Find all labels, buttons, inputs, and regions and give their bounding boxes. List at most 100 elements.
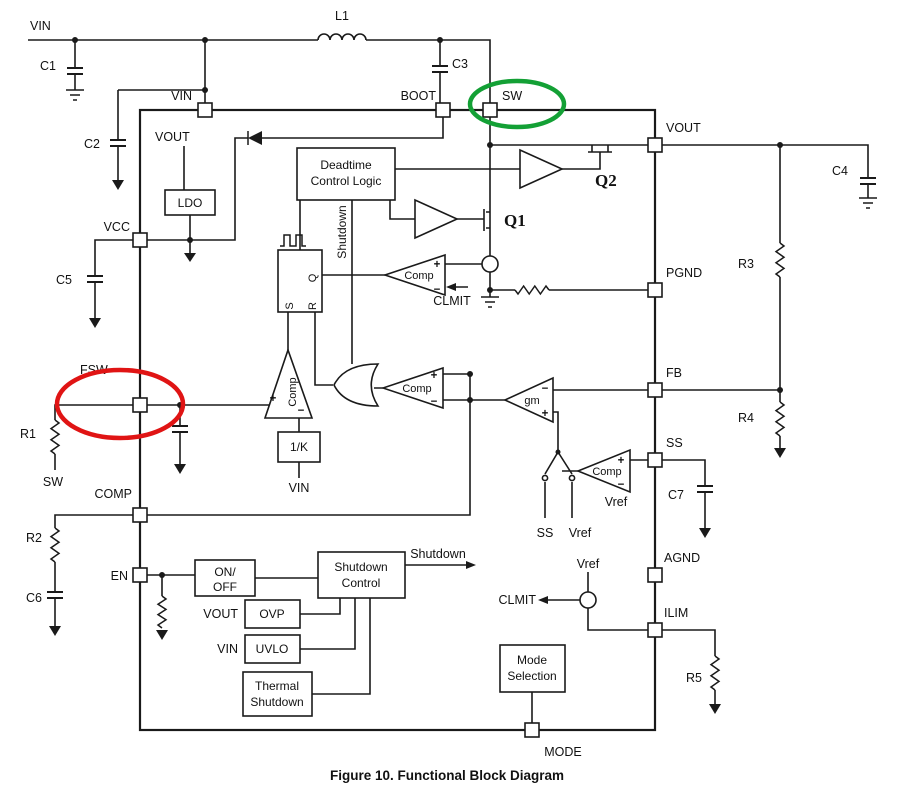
ss-switch-label: SS xyxy=(537,526,554,540)
capacitor-plates-icon xyxy=(47,65,876,599)
ic-pins xyxy=(132,102,663,738)
pin-en-label: EN xyxy=(111,569,128,583)
gm-label: gm xyxy=(524,395,539,407)
pin-pgnd xyxy=(647,282,663,298)
q2-label: Q2 xyxy=(595,171,617,190)
clmit-out-arrowhead-icon xyxy=(538,596,548,604)
vin-rail-label: VIN xyxy=(30,19,51,33)
inductor-coil-icon xyxy=(317,33,367,41)
r5-label: R5 xyxy=(686,671,702,685)
or-gate xyxy=(333,363,380,407)
pwm-comparator xyxy=(380,366,444,410)
r1-label: R1 xyxy=(20,427,36,441)
figure-caption: Figure 10. Functional Block Diagram xyxy=(330,768,564,783)
resistor-r2-icon xyxy=(49,527,61,563)
ldo-block xyxy=(164,189,216,216)
c6-label: C6 xyxy=(26,591,42,605)
circuit-wires xyxy=(28,39,869,723)
gnd-arrow-r4-icon xyxy=(774,448,786,458)
r4-label: R4 xyxy=(738,411,754,425)
boot-diode-icon xyxy=(248,131,262,145)
pin-vcc xyxy=(132,232,148,248)
junction-dot xyxy=(187,237,193,243)
pin-vout-label: VOUT xyxy=(666,121,701,135)
junction-dot xyxy=(467,371,473,377)
pin-vin-label: VIN xyxy=(171,89,192,103)
onoff-line1: ON/ xyxy=(214,565,236,579)
text-labels: VIN L1 C1 C2 C3 C4 C5 C6 C7 R1 R2 R3 R4 … xyxy=(20,9,848,783)
pin-boot xyxy=(435,102,451,118)
gnd-arrow-c7-icon xyxy=(699,528,711,538)
deadtime-line1: Deadtime xyxy=(320,158,372,172)
c2-label: C2 xyxy=(84,137,100,151)
comp3-minus-sign: − xyxy=(298,405,305,417)
vref-comp-label: Vref xyxy=(605,495,628,509)
softstart-comparator xyxy=(575,448,631,494)
earth-ground-c1-icon xyxy=(66,89,84,101)
uvlo-block xyxy=(244,634,301,664)
gnd-arrow-c5-icon xyxy=(89,318,101,328)
one-over-k-label: 1/K xyxy=(290,440,308,454)
gm-plus-sign: + xyxy=(542,408,549,420)
pin-pgnd-label: PGND xyxy=(666,266,702,280)
earth-ground-pgnd-icon xyxy=(481,296,499,308)
pin-ilim-label: ILIM xyxy=(664,606,688,620)
thermal-shutdown-block xyxy=(242,671,313,717)
vref-top-label: Vref xyxy=(577,557,600,571)
vref-switch-label: Vref xyxy=(569,526,592,540)
comp2-plus-sign: + xyxy=(431,370,438,382)
sw-pin-green-circle xyxy=(467,78,567,130)
pin-fsw xyxy=(132,397,148,413)
shutdown-ctrl-line2: Control xyxy=(342,576,381,590)
latch-r-label: R xyxy=(307,302,319,310)
comp2-minus-sign: − xyxy=(431,396,438,408)
mode-sel-line2: Selection xyxy=(507,669,556,683)
r3-label: R3 xyxy=(738,257,754,271)
resistors xyxy=(49,242,786,691)
clmit-in-arrowhead-icon xyxy=(446,283,456,291)
shutdown-rotated-label: Shutdown xyxy=(335,205,349,258)
earth-ground-c4-icon xyxy=(859,197,877,209)
pin-comp xyxy=(132,507,148,523)
pin-fb xyxy=(647,382,663,398)
resistor-current-sense-icon xyxy=(514,284,550,296)
comp4-plus-sign: + xyxy=(618,455,625,467)
thermal-line2: Shutdown xyxy=(250,695,303,709)
pin-vcc-label: VCC xyxy=(104,220,130,234)
pin-boot-label: BOOT xyxy=(401,89,437,103)
resistor-r1-icon xyxy=(49,419,61,455)
gnd-arrow-en-icon xyxy=(156,630,168,640)
pin-ilim xyxy=(647,622,663,638)
highlight-annotations xyxy=(54,78,567,441)
c7-label: C7 xyxy=(668,488,684,502)
resistor-en-pulldown-icon xyxy=(156,595,168,629)
current-limit-comparator xyxy=(382,253,446,297)
c1-label: C1 xyxy=(40,59,56,73)
comp4-label: Comp xyxy=(592,466,621,478)
vref-current-source-icon xyxy=(579,591,597,609)
pin-fb-label: FB xyxy=(666,366,682,380)
pin-ss xyxy=(647,452,663,468)
onoff-line2: OFF xyxy=(213,580,237,594)
c5-label: C5 xyxy=(56,273,72,287)
gnd-arrow-vcc-icon xyxy=(184,253,196,262)
pin-agnd-label: AGND xyxy=(664,551,700,565)
comp3-label: Comp xyxy=(287,377,299,406)
wire-net xyxy=(28,39,869,723)
ldo-label: LDO xyxy=(178,196,203,210)
resistor-r4-icon xyxy=(774,401,786,437)
comp2-label: Comp xyxy=(402,383,431,395)
capacitors xyxy=(47,65,876,599)
amplifiers-and-gates xyxy=(247,131,631,609)
junction-dot xyxy=(202,37,208,43)
junction-dot xyxy=(777,387,783,393)
vin-ramp-label: VIN xyxy=(289,481,310,495)
resistor-r5-icon xyxy=(709,655,721,691)
on-off-block xyxy=(194,559,256,597)
pin-mode xyxy=(524,722,540,738)
ovp-block xyxy=(244,599,301,629)
gate-driver-low xyxy=(414,198,459,240)
fsw-pin-red-circle xyxy=(54,367,186,441)
